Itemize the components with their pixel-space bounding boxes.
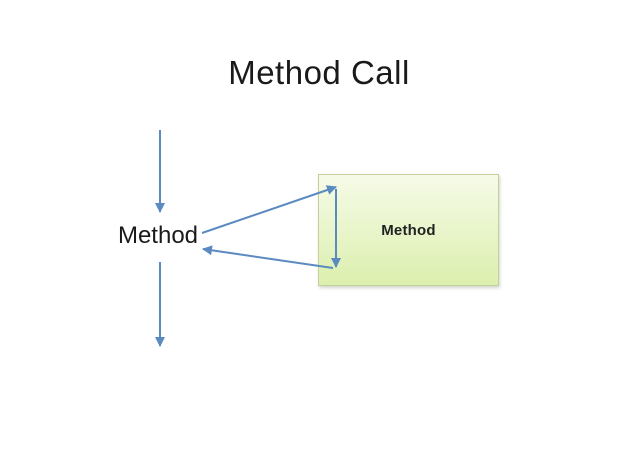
page-title: Method Call bbox=[228, 54, 410, 91]
callee-method-label: Method bbox=[381, 221, 436, 239]
arrow-method-call bbox=[201, 185, 337, 234]
arrow-method-return bbox=[202, 245, 334, 269]
caller-method-label: Method bbox=[117, 222, 199, 249]
callee-method-box: Method bbox=[318, 174, 499, 286]
